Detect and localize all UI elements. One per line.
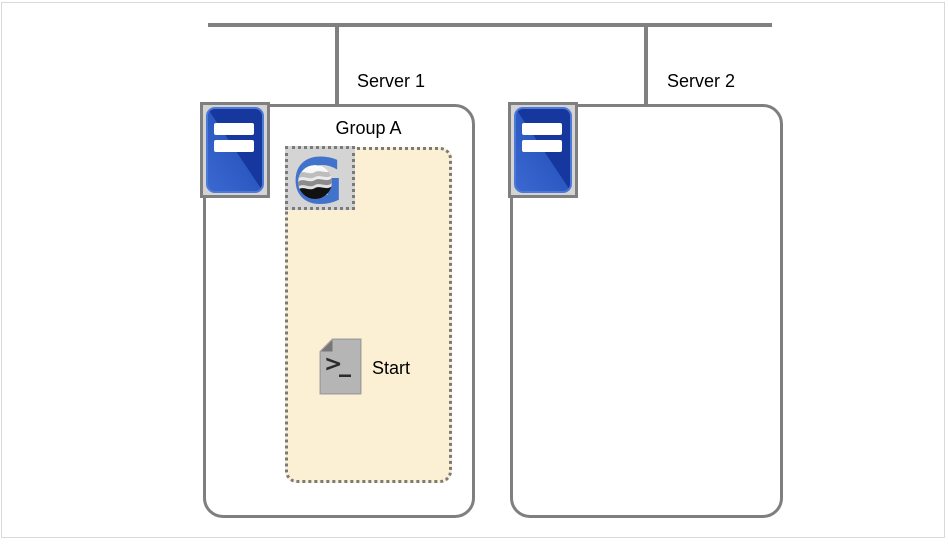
server-tower-icon (200, 102, 270, 198)
server2-connector-line (644, 23, 648, 108)
group-label: Group A (335, 118, 402, 138)
shell-script-icon: > (319, 338, 362, 395)
server-tower-icon (508, 102, 578, 198)
network-bus-line (208, 23, 772, 27)
server1-label: Server 1 (357, 71, 426, 91)
job-label: Start (372, 358, 411, 378)
outer-frame (1, 2, 945, 538)
server1-connector-line (335, 23, 339, 108)
jobscheduler-g-logo-icon: G (285, 146, 355, 210)
svg-text:>: > (324, 352, 342, 377)
server2-label: Server 2 (667, 71, 736, 91)
